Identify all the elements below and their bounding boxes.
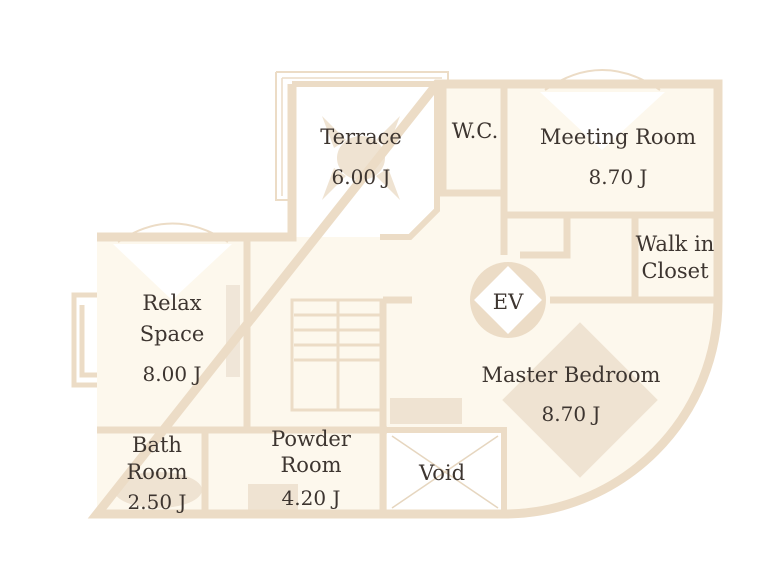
bath-room-area: 2.50 J — [128, 490, 187, 514]
master-bedroom-area: 8.70 J — [542, 402, 601, 426]
void-cross-b — [391, 435, 499, 509]
terrace-frame — [289, 81, 440, 240]
meeting-room-area: 8.70 J — [589, 165, 648, 189]
walls — [87, 79, 723, 519]
void-walls — [387, 427, 507, 514]
relax-space-label-line2: Space — [140, 322, 205, 346]
void-label: Void — [418, 461, 465, 485]
walk-in-closet-label-line1: Walk in — [636, 232, 715, 256]
elevator — [470, 262, 546, 338]
wc-walls — [439, 84, 508, 197]
terrace-pattern — [322, 116, 400, 200]
ev-label: EV — [493, 290, 524, 314]
room-labels: Terrace 6.00 J W.C. Meeting Room 8.70 J … — [126, 119, 714, 514]
bath-room-label-line1: Bath — [132, 433, 182, 457]
relax-sofa — [226, 285, 240, 377]
bath-tub — [114, 472, 202, 508]
relax-window-sweep — [113, 244, 232, 300]
terrace-label: Terrace — [320, 125, 402, 149]
powder-vanity — [248, 484, 298, 510]
relax-space-area: 8.00 J — [143, 362, 202, 386]
master-bedroom-label: Master Bedroom — [482, 363, 661, 387]
powder-room-label-line1: Powder — [271, 427, 352, 451]
bath-room-label-line2: Room — [126, 460, 187, 484]
closet-walls — [520, 215, 718, 304]
fixtures — [113, 69, 665, 510]
relax-space-label-line1: Relax — [142, 291, 201, 315]
terrace-railing — [275, 71, 449, 201]
bay-window — [71, 292, 97, 388]
relax-walls — [97, 237, 251, 434]
powder-room-area: 4.20 J — [282, 486, 341, 510]
master-bench — [390, 398, 462, 424]
wc-label: W.C. — [452, 119, 499, 143]
bath-powder-walls — [201, 300, 387, 514]
powder-room-label-line2: Room — [280, 453, 341, 477]
terrace-railing-inner — [281, 77, 442, 196]
meeting-walls — [500, 193, 718, 255]
meeting-room-label: Meeting Room — [540, 125, 696, 149]
terrace-area: 6.00 J — [332, 165, 391, 189]
master-bed — [502, 322, 658, 478]
meeting-window-sweep — [540, 92, 665, 150]
walk-in-closet-label-line2: Closet — [641, 259, 709, 283]
